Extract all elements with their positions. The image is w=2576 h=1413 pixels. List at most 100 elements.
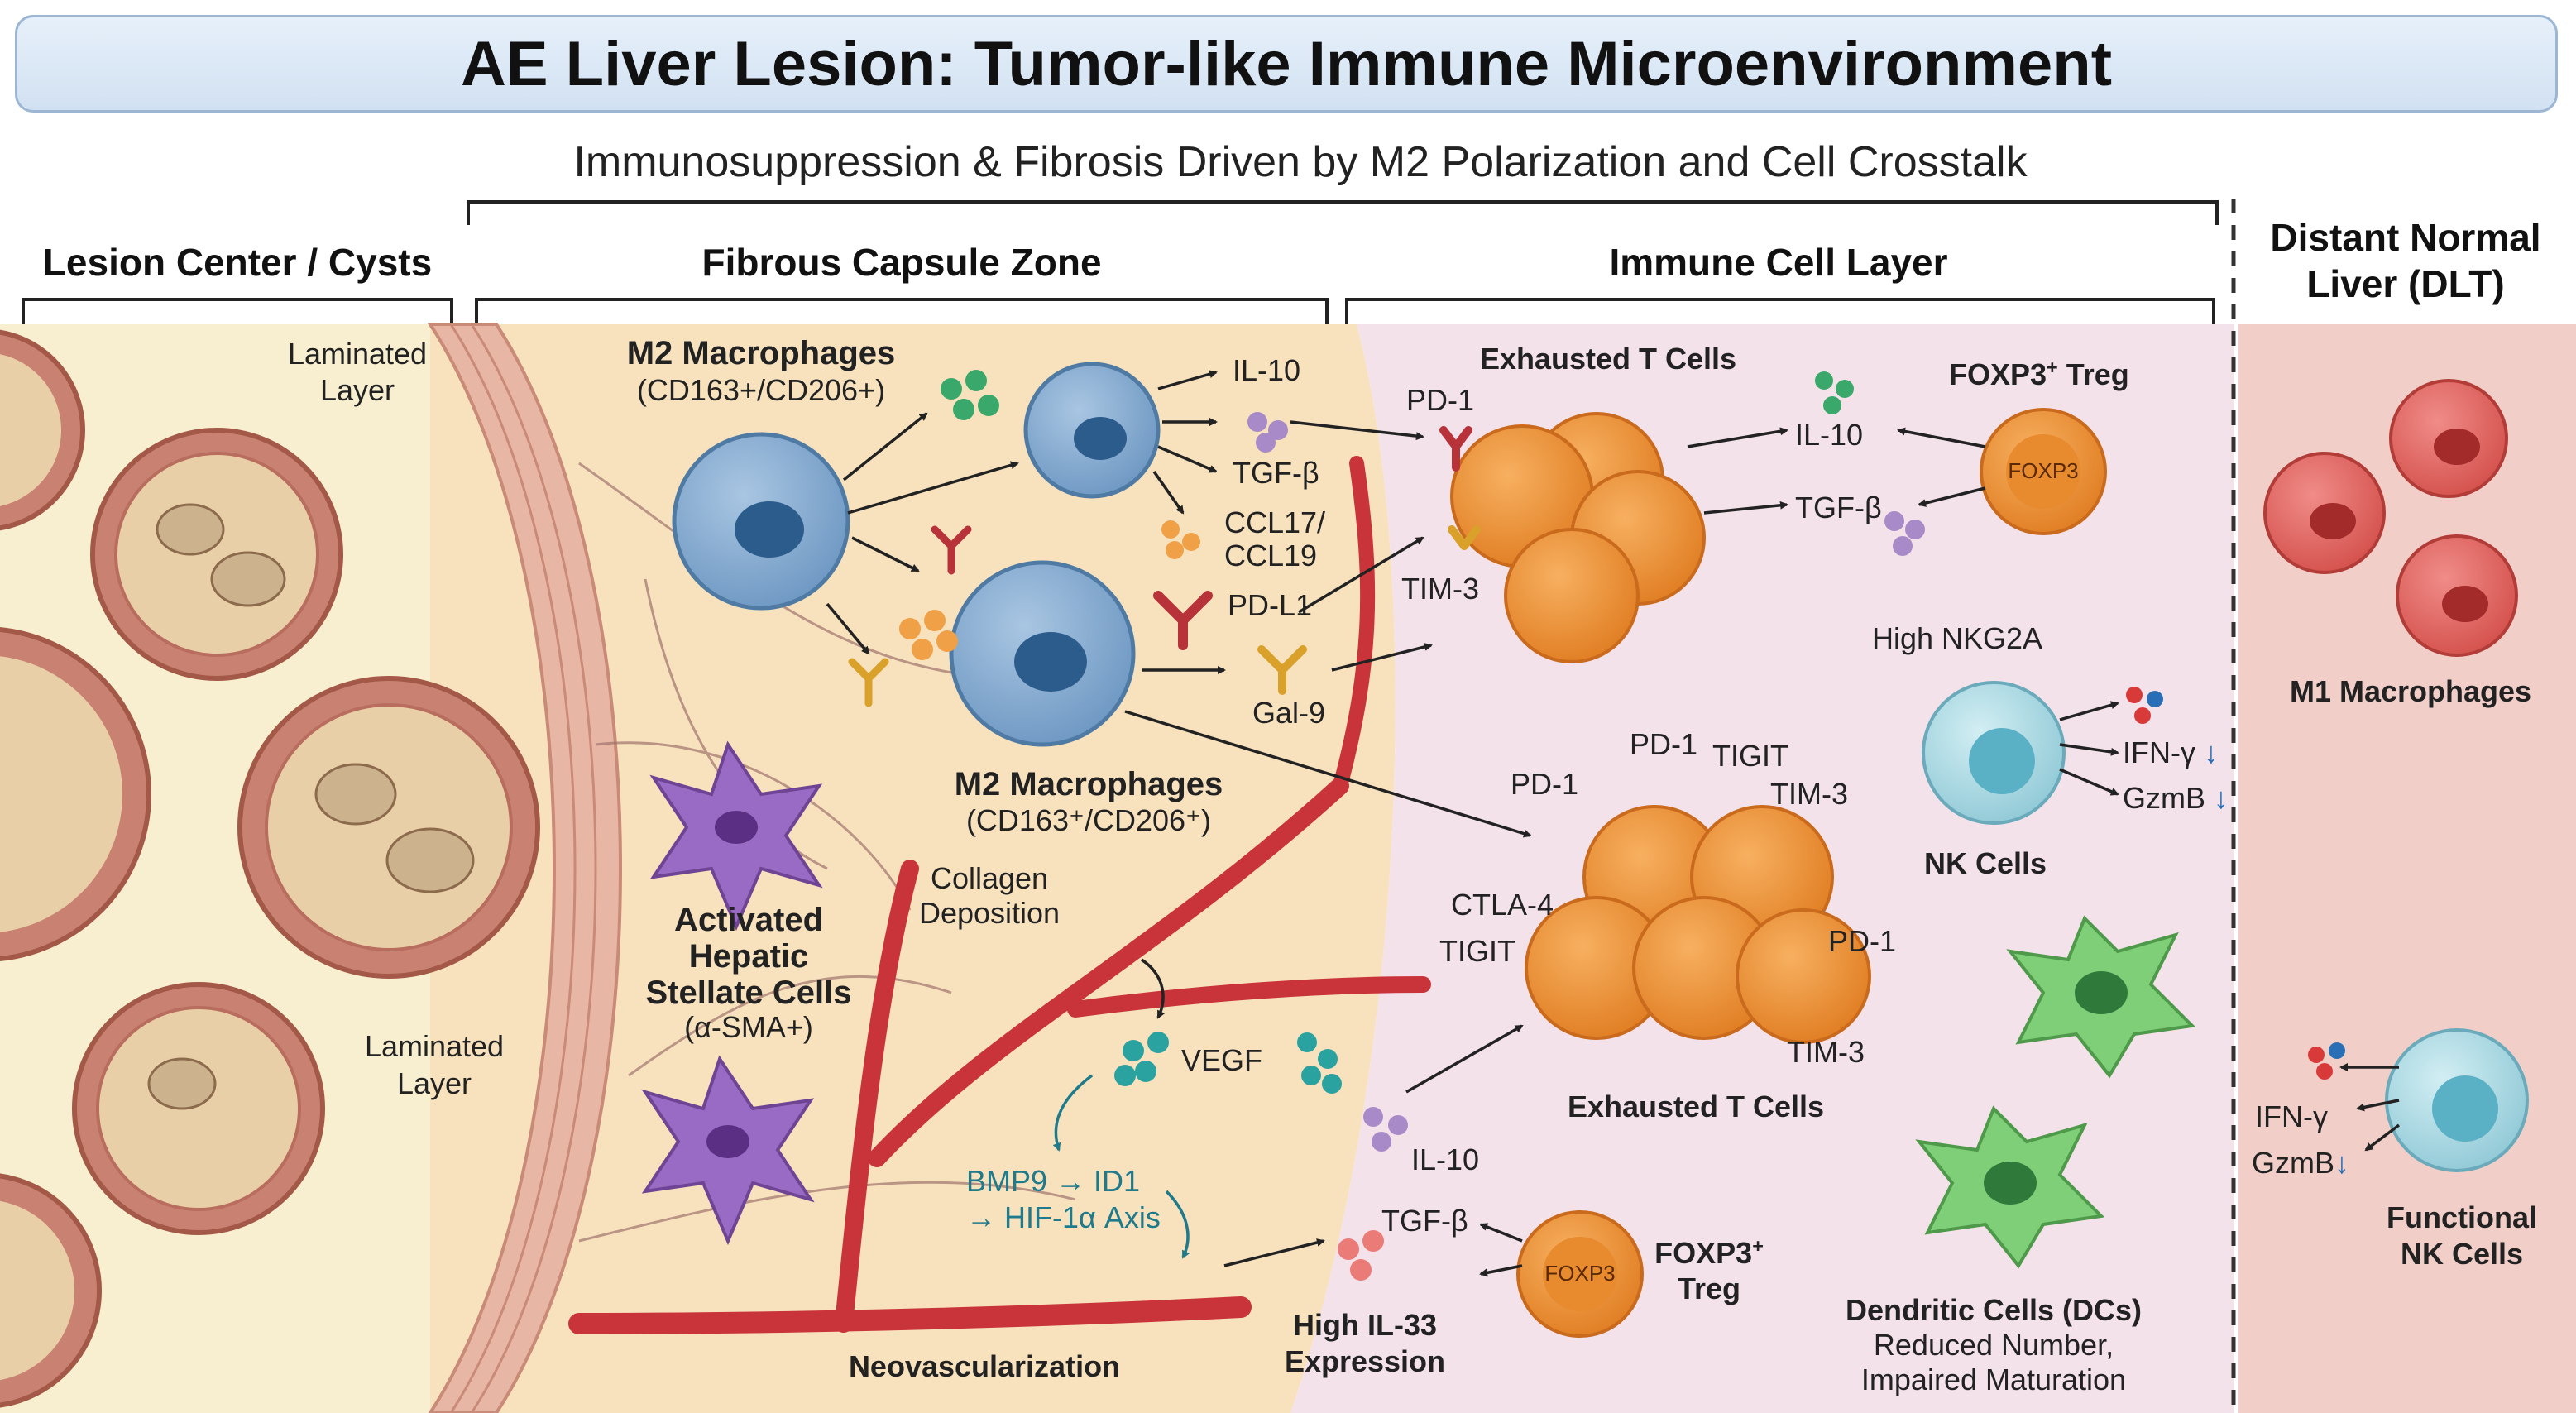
treg-top-foxp3: FOXP3 [2008,458,2079,483]
nk-high-nkg2a-label: High NKG2A [1871,621,2043,655]
lesion-bracket [22,298,453,324]
exhausted-t-top-label: Exhausted T Cells [1479,342,1737,376]
subtitle-bracket [467,200,2219,225]
m2-bottom-markers: (CD163⁺/CD206⁺) [965,803,1212,837]
il33-label-b: Expression [1284,1344,1446,1378]
m1-macrophage-1 [2263,452,2386,574]
il10-label: IL-10 [1233,353,1301,387]
t-cell-cluster-bottom [1525,805,1871,1044]
hsc-label-4: (α-SMA+) [684,1010,813,1044]
signal-arrows [826,370,2401,1277]
stellate-cell-2 [641,1055,815,1246]
m1-macrophage-3 [2396,534,2518,657]
blood-vessels [568,456,1431,1334]
immune-bracket [1345,298,2215,324]
laminated-label-1b: Layer [319,373,395,407]
pd-l1-label: PD-L1 [1228,588,1313,622]
laminated-label-2a: Laminated [364,1029,505,1063]
stellate-cell-1 [649,740,823,932]
dc-label-3: Impaired Maturation [1860,1363,2127,1396]
orange-cytokines-ccl [1161,520,1200,559]
cyst-2 [237,676,540,979]
vegf-cytokines [1114,1032,1169,1086]
il33-label-a: High IL-33 [1292,1308,1438,1342]
m2-top-markers: (CD163+/CD206+) [636,373,886,407]
page-title: AE Liver Lesion: Tumor-like Immune Micro… [460,28,2113,99]
green-cytokines-top [941,370,999,420]
cyst-3 [72,982,325,1235]
tigit-label-b: TIGIT [1439,934,1515,968]
tim-3-label-top: TIM-3 [1401,572,1479,606]
zone-label-distant-1: Distant Normal [2270,216,2541,259]
treg-top-title: FOXP3+ Treg [1949,357,2129,391]
treg-bottom-title: FOXP3+ [1654,1235,1764,1270]
nk-cells-label: NK Cells [1923,846,2047,880]
antibody-yellow [848,658,889,707]
purple-cytokines-il10 [1247,412,1288,453]
zone-label-lesion: Lesion Center / Cysts [42,241,433,284]
tgfb-treg-label: TGF-β [1795,491,1882,524]
laminated-label-2b: Layer [396,1066,472,1100]
dc-label-2: Reduced Number, [1873,1328,2114,1362]
nk-cell-functional [2385,1028,2529,1172]
hsc-label-3: Stellate Cells [645,975,852,1011]
collagen-label-b: Deposition [918,896,1061,930]
nk-cytokines [2126,687,2345,1080]
neovascularization-label: Neovascularization [848,1349,1121,1383]
zone-label-capsule: Fibrous Capsule Zone [701,241,1102,284]
ccl-label-a: CCL17/ [1224,505,1326,539]
treg-bottom [1516,1210,1644,1338]
ctla-4-label: CTLA-4 [1451,888,1554,922]
orange-cytokines-capsule [899,610,958,660]
dendritic-cell-2 [1915,1105,2105,1269]
bmp-arrow [1052,1074,1094,1152]
antibody-red [931,525,972,575]
gal-9-ligand [1257,645,1307,695]
treg-bottom-suffix: Treg [1677,1272,1741,1305]
il33-cytokines [1338,1230,1384,1281]
distant-ifng-label: IFN-γ [2255,1099,2328,1133]
vegf-cytokines-right [1297,1032,1342,1094]
hif-arrow [1165,1190,1190,1259]
distant-gzmb-label: GzmB↓ [2252,1146,2350,1180]
nk-gzmb-label: GzmB ↓ [2123,781,2229,815]
treg-bottom-foxp3: FOXP3 [1544,1261,1616,1286]
ccl-label-b: CCL19 [1224,539,1318,572]
purple-cytokines-low [1363,1107,1408,1152]
laminated-label-1a: Laminated [287,337,428,371]
treg-top [1980,408,2107,535]
functional-nk-label-2: NK Cells [2400,1237,2524,1271]
pd-1-label-b: PD-1 [1630,727,1698,761]
tgfb-label: TGF-β [1233,456,1319,490]
m2-bottom-title: M2 Macrophages [954,766,1223,802]
dendritic-cell-1 [2006,915,2196,1079]
il10-low-label: IL-10 [1411,1142,1480,1176]
pd-l1-ligand [1153,591,1213,650]
bmp-axis-line-1: BMP9 → ID1 [966,1164,1141,1198]
collagen-label-a: Collagen [930,861,1049,895]
purple-cytokines-treg [1884,511,1925,556]
zone-label-immune: Immune Cell Layer [1609,241,1948,284]
gal-9-label: Gal-9 [1252,696,1326,730]
green-cytokines-treg [1815,371,1854,414]
cyst-edge-bottom [0,1173,102,1408]
pd-1-receptor-top [1439,426,1472,472]
page-subtitle: Immunosuppression & Fibrosis Driven by M… [573,138,2028,186]
dc-label-1: Dendritic Cells (DCs) [1845,1293,2143,1327]
bmp-axis-line-2: → HIF-1α Axis [966,1200,1161,1234]
vegf-source-arrow [1141,958,1166,1019]
nk-ifng-label: IFN-γ ↓ [2123,735,2219,769]
pd-1-label-top: PD-1 [1406,383,1475,417]
functional-nk-label-1: Functional [2387,1200,2537,1234]
m1-macrophages-label: M1 Macrophages [2289,674,2532,708]
hsc-label-2: Hepatic [688,938,809,975]
tgfb-low-label: TGF-β [1381,1204,1468,1238]
title-banner: AE Liver Lesion: Tumor-like Immune Micro… [15,15,2558,113]
m2-macrophage-middle [949,560,1136,747]
zone-label-distant-2: Liver (DLT) [2306,262,2505,305]
exhausted-t-bottom-label: Exhausted T Cells [1567,1090,1825,1123]
vegf-label: VEGF [1181,1043,1263,1077]
m2-top-title: M2 Macrophages [626,335,896,371]
pd-1-label-a: PD-1 [1511,767,1579,801]
